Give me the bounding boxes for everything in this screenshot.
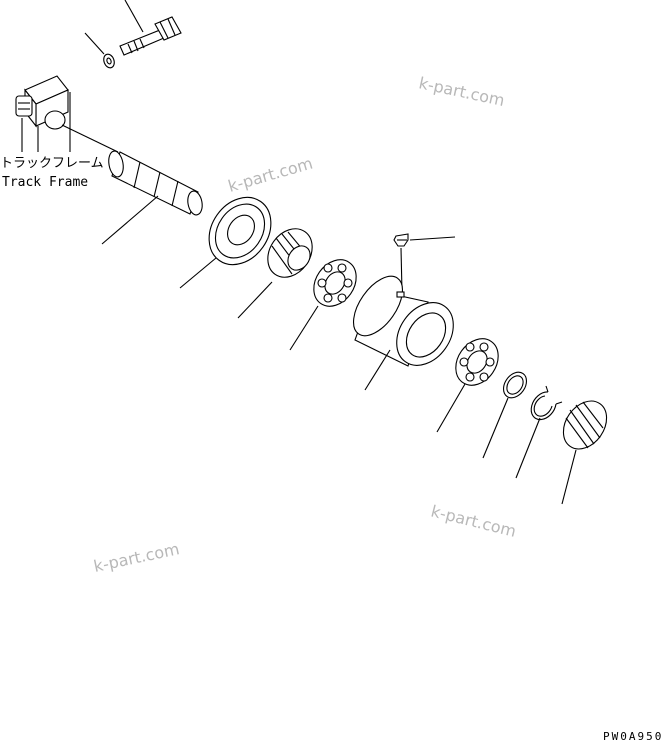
track-frame-label-en: Track Frame	[2, 175, 88, 190]
sleeve-part	[353, 275, 454, 391]
leader-line	[289, 305, 319, 351]
shaft-part	[101, 150, 203, 245]
watermark: k-part.com	[92, 539, 181, 576]
figure-code: PW0A950	[603, 730, 663, 743]
leader-line	[124, 0, 144, 33]
roller-bearing-part	[289, 259, 357, 351]
end-cap-part	[561, 400, 608, 505]
bolt-part	[119, 0, 182, 56]
leader-line	[515, 417, 541, 479]
grease-fitting-part	[393, 233, 456, 293]
leader-line	[179, 257, 217, 289]
seal-flange-part	[179, 196, 272, 289]
leader-line	[237, 281, 273, 319]
washer-part	[84, 32, 115, 69]
leader-line	[436, 383, 466, 433]
leader-line	[101, 195, 159, 245]
track-frame-bracket	[15, 75, 119, 153]
snap-ring-part	[515, 385, 563, 479]
watermark: k-part.com	[417, 73, 506, 110]
watermark: k-part.com	[429, 501, 518, 541]
track-frame-label-jp: トラックフレーム	[0, 156, 104, 171]
watermark: k-part.com	[226, 154, 315, 196]
roller-bearing-part	[436, 338, 499, 433]
leader-line	[409, 236, 456, 241]
leader-line	[364, 349, 391, 391]
leader-line	[61, 124, 119, 153]
spacer-ring-part	[482, 371, 528, 459]
leader-line	[482, 397, 509, 459]
cone-bearing-part	[237, 228, 313, 319]
leader-line	[561, 449, 577, 505]
leader-line	[84, 32, 105, 55]
